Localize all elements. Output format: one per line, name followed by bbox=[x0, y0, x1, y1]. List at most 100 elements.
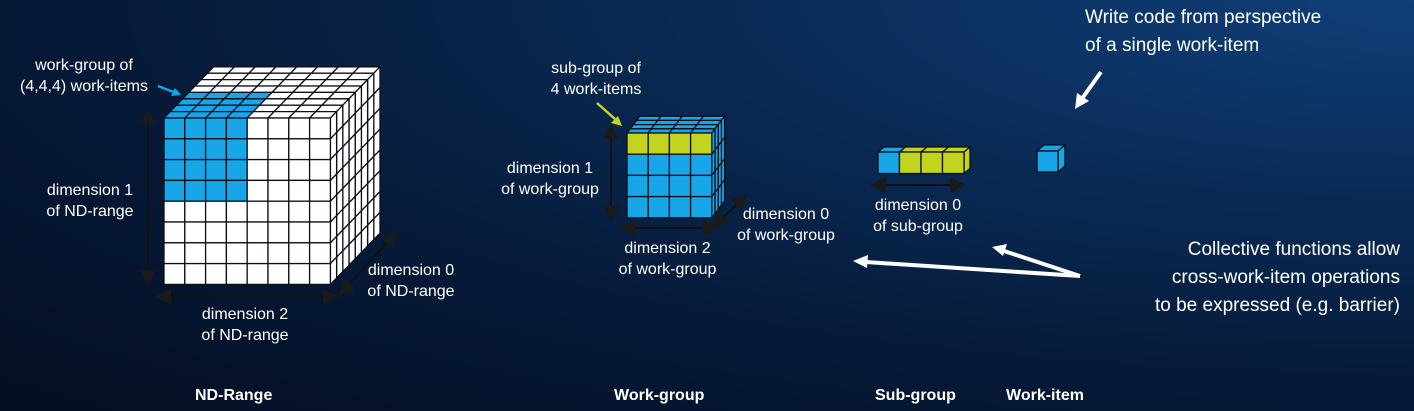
cube-front-cell bbox=[163, 200, 186, 223]
cube-front-cell bbox=[668, 174, 692, 198]
cube-front-cell bbox=[267, 242, 290, 265]
cube-front-cell bbox=[267, 262, 290, 286]
nd-dim2-label: dimension 2 of ND-range bbox=[201, 306, 289, 344]
wg-dim1-label: dimension 1 of work-group bbox=[501, 160, 599, 198]
cube-front-cell bbox=[163, 117, 186, 140]
cube-front-cell bbox=[308, 117, 332, 140]
cube-front-cell bbox=[1036, 150, 1059, 173]
nd-range-cube bbox=[162, 65, 382, 287]
cube-front-cell bbox=[204, 138, 228, 161]
cube-front-cell bbox=[246, 221, 269, 244]
cube-front-cell bbox=[225, 221, 248, 244]
cube-front-cell bbox=[225, 262, 248, 286]
cube-front-cell bbox=[647, 195, 671, 219]
cube-front-cell bbox=[877, 151, 901, 175]
cube-front-cell bbox=[626, 132, 649, 155]
cube-front-cell bbox=[184, 221, 207, 244]
cube-front-cell bbox=[246, 262, 269, 286]
cube-front-cell bbox=[246, 158, 269, 182]
cube-front-cell bbox=[184, 158, 207, 182]
collective-arrow-workgroup-head bbox=[853, 255, 868, 268]
cube-front-cell bbox=[668, 195, 692, 219]
nd-dim0-label: dimension 0 of ND-range bbox=[367, 262, 455, 300]
cube-front-cell bbox=[184, 179, 207, 202]
cube-front-cell bbox=[626, 195, 649, 219]
cube-front-cell bbox=[288, 179, 311, 202]
wg-dim0-label: dimension 0 of work-group bbox=[737, 206, 835, 244]
cube-front-cell bbox=[225, 158, 248, 182]
cube-front-cell bbox=[898, 151, 922, 175]
cube-front-cell bbox=[267, 158, 290, 182]
cube-front-cell bbox=[267, 179, 290, 202]
nd-dim1-label: dimension 1 of ND-range bbox=[46, 182, 134, 220]
cube-front-cell bbox=[267, 200, 290, 223]
cube-front-cell bbox=[288, 242, 311, 265]
sg-dim0-label: dimension 0 of sub-group bbox=[873, 197, 963, 235]
collective-note: Collective functions allow cross-work-it… bbox=[1154, 239, 1400, 316]
cube-front-cell bbox=[225, 117, 248, 140]
collective-arrow-subgroup-head bbox=[992, 244, 1007, 256]
cube-side-cell bbox=[963, 145, 971, 175]
cube-front-cell bbox=[647, 132, 671, 155]
cube-front-cell bbox=[308, 221, 332, 244]
cube-front-cell bbox=[163, 262, 186, 286]
cube-front-cell bbox=[204, 262, 228, 286]
cube-front-cell bbox=[246, 179, 269, 202]
cube-front-cell bbox=[204, 179, 228, 202]
cube-front-cell bbox=[267, 221, 290, 244]
cube-front-cell bbox=[308, 262, 332, 286]
cube-front-cell bbox=[184, 200, 207, 223]
cube-front-cell bbox=[288, 200, 311, 223]
cube-front-cell bbox=[288, 117, 311, 140]
cube-front-cell bbox=[267, 117, 290, 140]
cube-front-cell bbox=[225, 179, 248, 202]
cube-front-cell bbox=[668, 132, 692, 155]
collective-arrow-workgroup bbox=[865, 260, 1081, 278]
cube-front-cell bbox=[668, 153, 692, 177]
wg-dim2-label: dimension 2 of work-group bbox=[618, 240, 717, 278]
cube-front-cell bbox=[163, 242, 186, 265]
cube-front-cell bbox=[246, 200, 269, 223]
perspective-arrow bbox=[1079, 70, 1103, 102]
perspective-note: Write code from perspective of a single … bbox=[1085, 7, 1322, 56]
cube-front-cell bbox=[246, 117, 269, 140]
cube-front-cell bbox=[308, 179, 332, 202]
cube-front-cell bbox=[204, 242, 228, 265]
cube-front-cell bbox=[689, 132, 713, 155]
cube-front-cell bbox=[689, 153, 713, 177]
subgroup-callout-head bbox=[611, 116, 622, 126]
work-group-cube bbox=[625, 114, 726, 220]
cube-front-cell bbox=[308, 158, 332, 182]
wg-subgroup-label: sub-group of 4 work-items bbox=[550, 60, 642, 98]
nd-range-caption: ND-Range bbox=[195, 387, 273, 404]
cube-front-cell bbox=[288, 221, 311, 244]
cube-front-cell bbox=[184, 242, 207, 265]
cube-front-cell bbox=[184, 262, 207, 286]
workgroup-callout-arrow bbox=[157, 84, 177, 95]
cube-front-cell bbox=[184, 138, 207, 161]
cube-front-cell bbox=[920, 151, 944, 175]
cube-front-cell bbox=[246, 242, 269, 265]
cube-front-cell bbox=[225, 242, 248, 265]
cube-front-cell bbox=[308, 242, 332, 265]
cube-front-cell bbox=[308, 138, 332, 161]
workgroup-callout-head bbox=[171, 88, 181, 96]
cube-front-cell bbox=[225, 200, 248, 223]
cube-front-cell bbox=[267, 138, 290, 161]
cube-front-cell bbox=[288, 262, 311, 286]
cube-front-cell bbox=[163, 138, 186, 161]
cube-front-cell bbox=[308, 200, 332, 223]
cube-front-cell bbox=[626, 153, 649, 177]
cube-front-cell bbox=[647, 174, 671, 198]
cube-front-cell bbox=[689, 195, 713, 219]
subgroup-callout-arrow bbox=[596, 102, 616, 120]
cube-front-cell bbox=[225, 138, 248, 161]
collective-arrow-subgroup bbox=[1003, 249, 1081, 278]
cube-front-cell bbox=[941, 151, 965, 175]
perspective-arrow-head bbox=[1075, 93, 1089, 109]
cube-front-cell bbox=[647, 153, 671, 177]
wg-dim0-arrow bbox=[712, 194, 748, 228]
cube-front-cell bbox=[288, 158, 311, 182]
work-group-caption: Work-group bbox=[614, 387, 705, 404]
